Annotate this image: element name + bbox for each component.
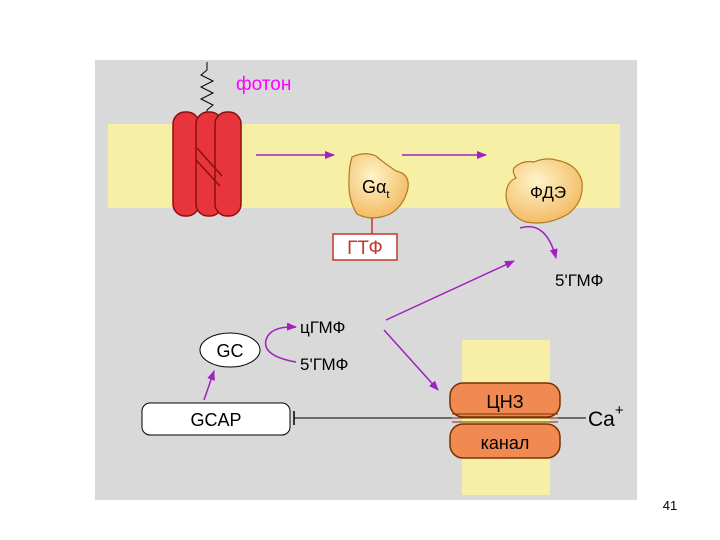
arrow-cgmp-to-pde (385, 260, 515, 321)
cng-channel (449, 382, 561, 459)
gc-label: GC (217, 341, 244, 361)
channel-label: канал (481, 433, 530, 453)
cgmp-label: цГМФ (300, 318, 345, 337)
arrow-gcap-to-gc (203, 370, 215, 401)
arrow-pde-to-5gmp (519, 225, 558, 259)
phosphodiesterase (505, 158, 583, 224)
arrow-cgmp-to-channel (383, 329, 439, 391)
gc-reaction-arrow (264, 322, 297, 363)
calcium-label: Ca+ (588, 402, 624, 431)
photon-label: фотон (236, 74, 291, 95)
transducin-g-alpha (348, 153, 409, 219)
slide-number: 41 (662, 498, 678, 513)
gtp-box (332, 233, 398, 261)
gmp-gc-label: 5'ГМФ (300, 355, 348, 374)
g-alpha-label: Gαt (362, 177, 389, 201)
cng-label: ЦНЗ (486, 392, 523, 412)
guanylate-cyclase (199, 332, 261, 368)
photon-wave (199, 62, 215, 122)
pde-label: ФДЭ (530, 183, 566, 202)
gcap-box (141, 402, 291, 436)
gcap-label: GCAP (190, 410, 241, 430)
rhodopsin (172, 111, 242, 217)
gmp-product-label: 5'ГМФ (555, 271, 603, 290)
gtp-label: ГТФ (347, 238, 383, 259)
